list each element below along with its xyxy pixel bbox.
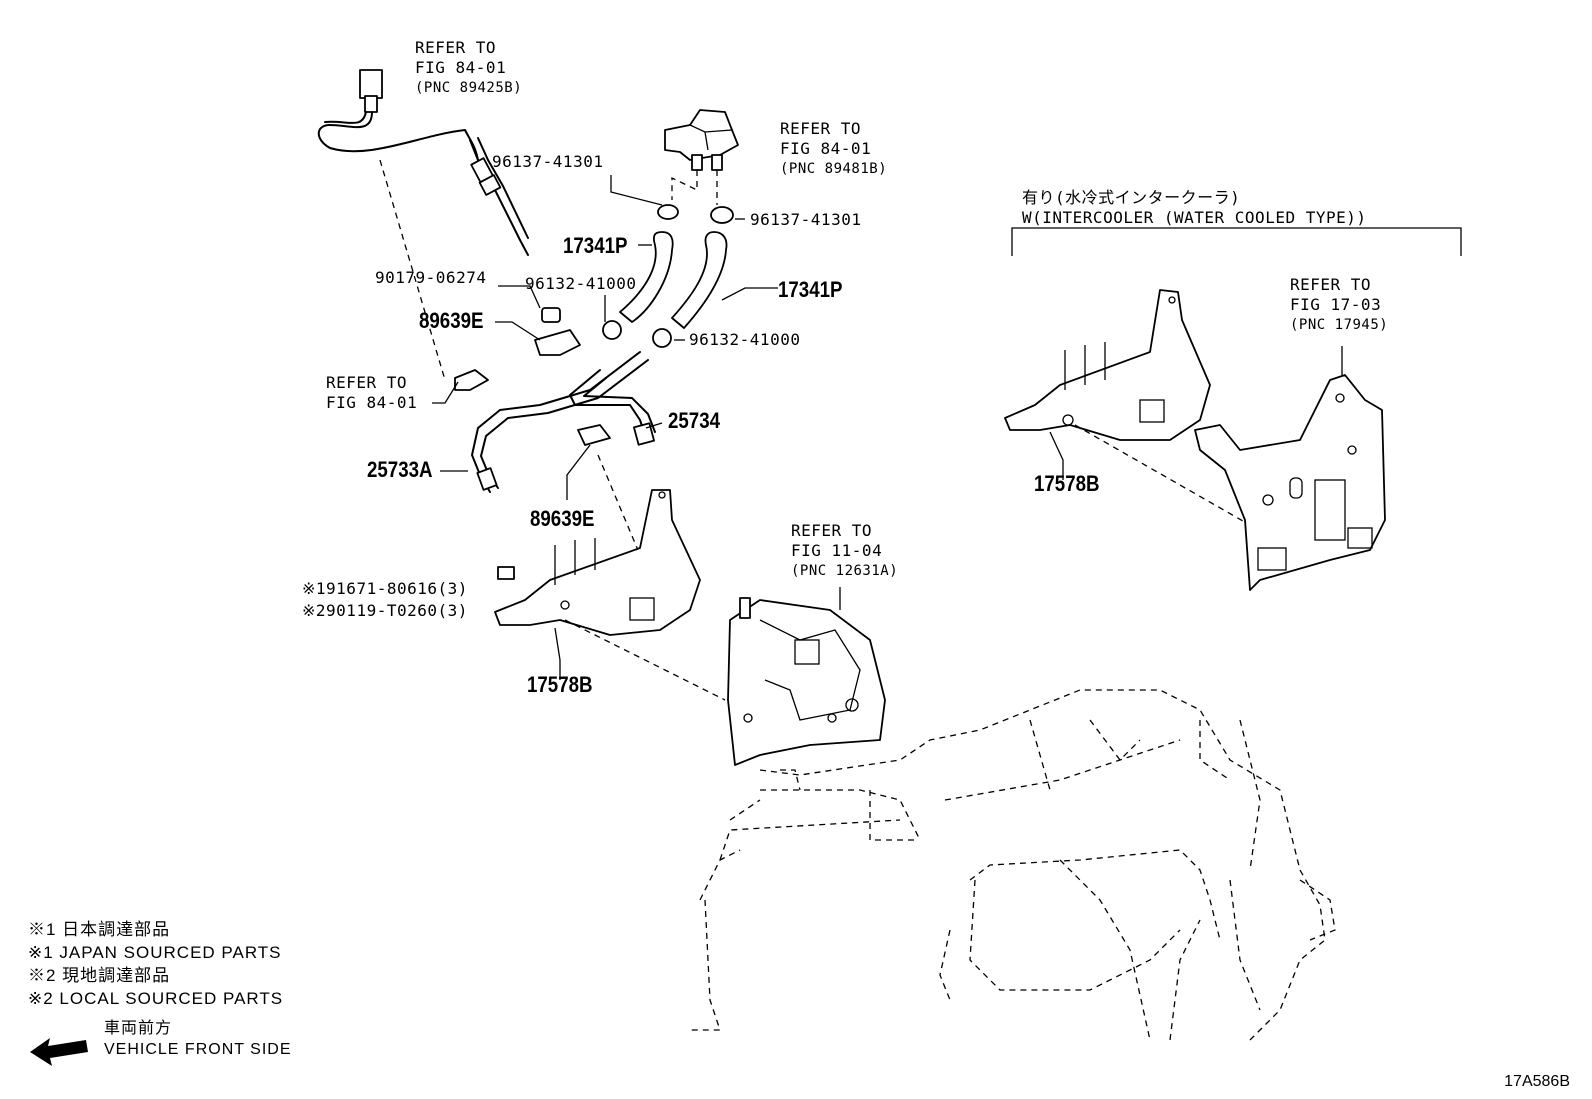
front-direction-label: 車両前方 VEHICLE FRONT SIDE [104, 1018, 292, 1060]
legend-line-4: ※2 LOCAL SOURCED PARTS [28, 989, 284, 1008]
ref-4-line-3: (PNC 12631A) [791, 563, 899, 579]
bracket-17578B-right [1004, 289, 1211, 441]
part-90179-06274: 90179-06274 [375, 268, 487, 287]
part-191671-80616: ※191671-80616(3) [302, 579, 468, 598]
ref-label-3: REFER TO FIG 84-01 [326, 373, 417, 413]
ref-4-line-1: REFER TO [791, 521, 873, 540]
part-17578B-a: 17578B [527, 672, 593, 697]
legend: ※1 日本調達部品 ※1 JAPAN SOURCED PARTS ※2 現地調達… [28, 918, 283, 1010]
part-89639E-a: 89639E [419, 308, 484, 333]
ref-3-line-2: FIG 84-01 [326, 393, 418, 412]
legend-line-2: ※1 JAPAN SOURCED PARTS [28, 943, 282, 962]
front-direction-jp: 車両前方 [104, 1020, 173, 1037]
front-arrow-icon [30, 1038, 88, 1066]
ref-5-line-3: (PNC 17945) [1290, 317, 1389, 333]
part-25733A: 25733A [367, 457, 433, 482]
bracket-17578B-left [494, 489, 701, 636]
ref-1-line-1: REFER TO [415, 38, 497, 57]
ref-3-line-1: REFER TO [326, 373, 408, 392]
part-25734: 25734 [668, 408, 721, 433]
intercooler-bracket [1194, 374, 1386, 591]
ref-label-4: REFER TO FIG 11-04 (PNC 12631A) [791, 521, 898, 581]
variant-title-jp: 有り(水冷式インタークーラ) [1022, 188, 1241, 207]
part-96132-41000-a: 96132-41000 [525, 274, 637, 293]
ref-5-line-2: FIG 17-03 [1290, 295, 1382, 314]
part-96137-41301-b: 96137-41301 [750, 210, 862, 229]
ref-label-1: REFER TO FIG 84-01 (PNC 89425B) [415, 38, 522, 98]
ref-4-line-2: FIG 11-04 [791, 541, 883, 560]
ref-2-line-2: FIG 84-01 [780, 139, 872, 158]
part-17578B-b: 17578B [1034, 471, 1100, 496]
figure-code: 17A586B [1504, 1073, 1570, 1090]
part-89639E-b: 89639E [530, 506, 595, 531]
engine-outline [690, 689, 1336, 1041]
ref-2-line-3: (PNC 89481B) [780, 161, 888, 177]
ref-1-line-2: FIG 84-01 [415, 58, 507, 77]
variant-title-en: W(INTERCOOLER (WATER COOLED TYPE)) [1022, 208, 1367, 227]
pressure-sensor-drawing [664, 109, 739, 171]
ref-label-2: REFER TO FIG 84-01 (PNC 89481B) [780, 119, 887, 179]
part-290119-T0260: ※290119-T0260(3) [302, 601, 468, 620]
ref-1-line-3: (PNC 89425B) [415, 80, 523, 96]
part-96132-41000-b: 96132-41000 [689, 330, 801, 349]
ref-2-line-1: REFER TO [780, 119, 862, 138]
ref-label-5: REFER TO FIG 17-03 (PNC 17945) [1290, 275, 1388, 335]
part-17341P-a: 17341P [563, 233, 628, 258]
leader-lines [432, 175, 1343, 680]
part-96137-41301-a: 96137-41301 [492, 152, 604, 171]
pipe-drawings [454, 351, 656, 493]
legend-line-3: ※2 現地調達部品 [28, 966, 171, 985]
part-17341P-b: 17341P [778, 277, 843, 302]
legend-line-1: ※1 日本調達部品 [28, 920, 171, 939]
variant-bracket-line [1011, 227, 1462, 256]
front-direction-en: VEHICLE FRONT SIDE [104, 1041, 292, 1058]
exhaust-temp-sensor-drawing [317, 69, 529, 256]
engine-bracket-center [727, 597, 886, 766]
ref-5-line-1: REFER TO [1290, 275, 1372, 294]
